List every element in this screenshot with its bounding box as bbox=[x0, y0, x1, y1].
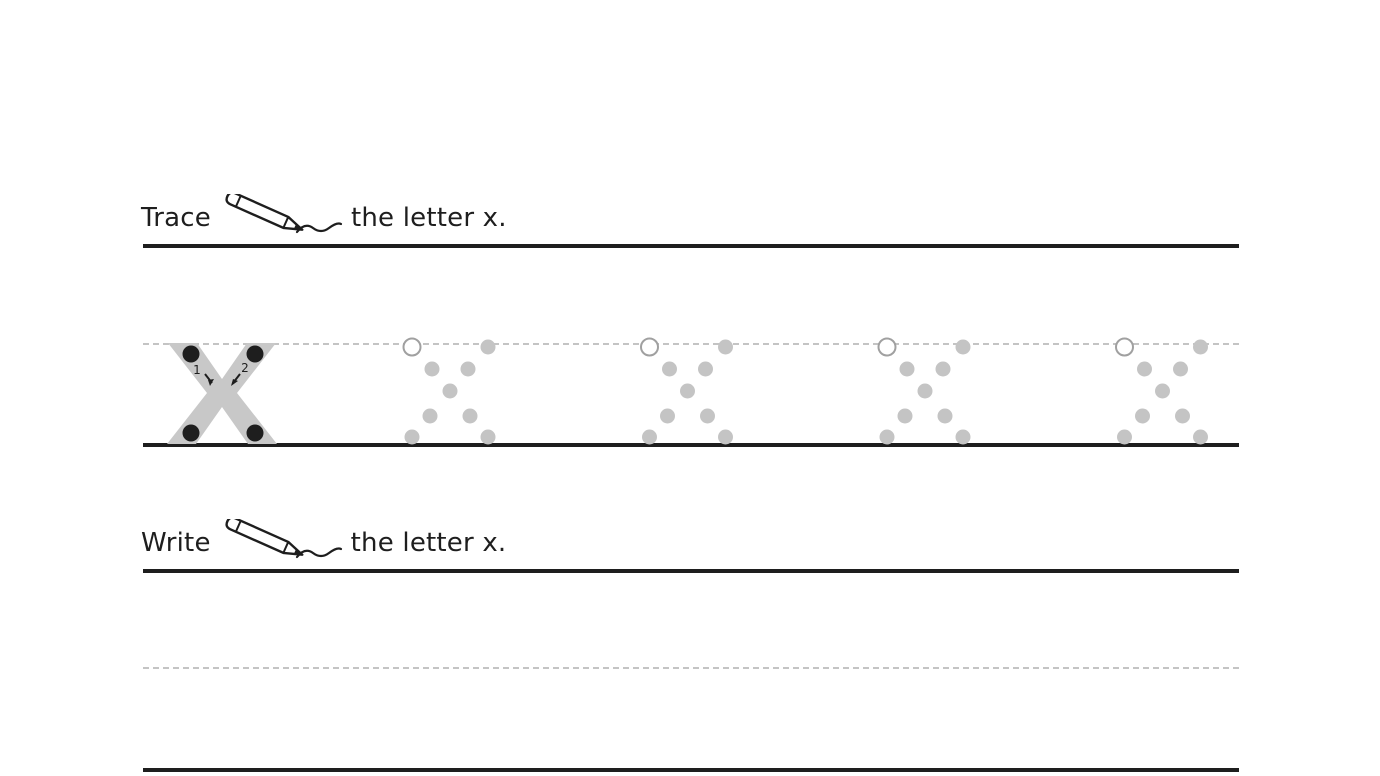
trace-midline bbox=[143, 343, 1239, 345]
trace-dot bbox=[680, 383, 695, 399]
trace-header-rule bbox=[143, 244, 1239, 248]
trace-dot bbox=[660, 408, 675, 424]
stroke-end-dot bbox=[182, 424, 200, 442]
trace-dot bbox=[1155, 383, 1170, 399]
stroke-direction-arrow bbox=[208, 379, 214, 386]
dotted-letter-x bbox=[1115, 337, 1208, 445]
trace-dot bbox=[460, 361, 476, 377]
stroke-start-dot bbox=[246, 345, 264, 363]
trace-letters: 1 2 bbox=[167, 337, 1208, 445]
trace-dot bbox=[698, 361, 713, 377]
trace-dot bbox=[899, 361, 915, 377]
trace-dot bbox=[937, 408, 953, 424]
write-header-rule bbox=[143, 569, 1239, 573]
write-midline bbox=[143, 667, 1239, 669]
trace-dot bbox=[462, 408, 478, 424]
model-letter-x-shape bbox=[167, 343, 277, 444]
trace-dot bbox=[1137, 361, 1152, 377]
trace-instruction: Trace the letter x. bbox=[141, 192, 507, 234]
stroke-start-dot bbox=[182, 345, 200, 363]
model-letter-x: 1 2 bbox=[167, 343, 277, 444]
trace-dot bbox=[718, 339, 733, 355]
trace-dot bbox=[424, 361, 440, 377]
trace-dot bbox=[662, 361, 677, 377]
trace-dot bbox=[897, 408, 913, 424]
write-instruction-text: the letter x. bbox=[350, 528, 507, 558]
write-instruction: Write the letter x. bbox=[141, 517, 507, 559]
write-baseline bbox=[143, 768, 1239, 772]
trace-dot bbox=[955, 339, 971, 355]
trace-dot bbox=[718, 429, 733, 445]
trace-dot bbox=[700, 408, 715, 424]
trace-dot bbox=[935, 361, 951, 377]
trace-dot bbox=[917, 383, 933, 399]
trace-dot bbox=[1193, 429, 1208, 445]
trace-dot bbox=[642, 429, 657, 445]
trace-dot bbox=[1173, 361, 1188, 377]
trace-dot bbox=[1135, 408, 1150, 424]
trace-dot bbox=[1117, 429, 1132, 445]
dotted-letter-x bbox=[877, 337, 971, 445]
write-verb: Write bbox=[141, 528, 211, 558]
trace-dot bbox=[879, 429, 895, 445]
dotted-letter-x bbox=[640, 337, 733, 445]
stroke-direction-arrow bbox=[231, 379, 238, 386]
trace-dot bbox=[955, 429, 971, 445]
trace-dot bbox=[1175, 408, 1190, 424]
trace-baseline bbox=[143, 443, 1239, 447]
trace-dot bbox=[442, 383, 458, 399]
trace-start-circle bbox=[640, 337, 659, 357]
stroke-end-dot bbox=[246, 424, 264, 442]
pencil-icon bbox=[225, 519, 342, 559]
trace-dot bbox=[480, 429, 496, 445]
trace-instruction-text: the letter x. bbox=[350, 203, 507, 233]
trace-start-circle bbox=[1115, 337, 1134, 357]
trace-start-circle bbox=[402, 337, 422, 357]
trace-dot bbox=[1193, 339, 1208, 355]
trace-dot bbox=[422, 408, 438, 424]
trace-dot bbox=[404, 429, 420, 445]
trace-dot bbox=[480, 339, 496, 355]
dotted-letter-x bbox=[402, 337, 496, 445]
trace-verb: Trace bbox=[141, 203, 211, 233]
trace-start-circle bbox=[877, 337, 897, 357]
pencil-icon bbox=[225, 194, 343, 234]
stroke-number: 2 bbox=[241, 361, 249, 375]
stroke-number: 1 bbox=[193, 363, 201, 377]
